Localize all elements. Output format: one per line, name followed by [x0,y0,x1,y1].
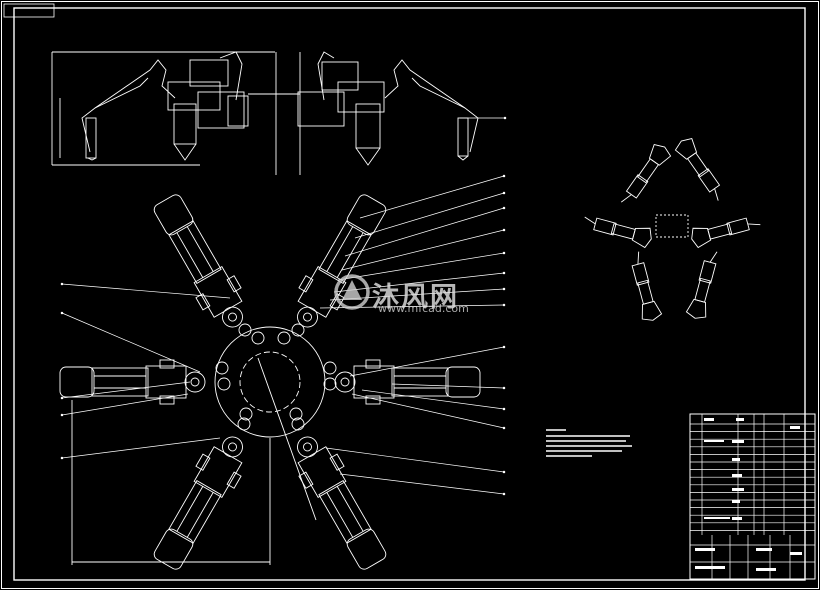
leader-line [351,393,505,429]
leader-line [325,447,505,473]
leg-isometric [685,251,718,319]
leader-line [344,207,505,257]
leader-line [341,229,505,271]
bolt-hole [323,361,337,375]
leader-line [61,437,221,459]
leader-line [61,381,191,399]
leader-lines [60,116,507,496]
parts-list-title-block [689,413,816,580]
watermark-url: www.mfcad.com [378,302,469,315]
leg-plan [153,194,243,328]
bolt-hole [217,377,231,391]
front-elevation-view [51,51,479,175]
leg-isometric [631,251,663,321]
bolt-hole [215,361,229,375]
bolt-hole [289,407,303,421]
leg-isometric [620,144,672,203]
leader-line [361,389,505,410]
bolt-hole [277,331,291,345]
plan-view [59,194,481,570]
bolt-hole [238,323,252,337]
leg-isometric [691,217,761,249]
bolt-hole [291,323,305,337]
leader-line [349,346,505,377]
leg-isometric [584,216,652,249]
leg-plan [297,194,387,328]
leader-line [61,393,189,416]
leader-line [337,252,505,281]
bolt-hole [251,331,265,345]
leg-plan [334,359,481,405]
leader-line [333,272,505,293]
leader-line [339,473,505,495]
leader-line [61,283,231,299]
leader-line [61,312,201,373]
isometric-view [584,138,761,321]
bolt-hole [291,417,305,431]
leg-isometric [674,138,721,201]
watermark-text: 沐风网 [372,282,459,313]
leg-plan [153,436,243,570]
technical-notes [546,429,632,457]
leg-plan [59,359,206,405]
watermark-logo [334,274,370,310]
bolt-hole [323,377,337,391]
bolt-hole [237,417,251,431]
bolt-hole [239,407,253,421]
leader-line [391,383,505,389]
leader-line [359,175,505,219]
leg-plan [297,436,387,570]
leader-line [354,192,505,239]
